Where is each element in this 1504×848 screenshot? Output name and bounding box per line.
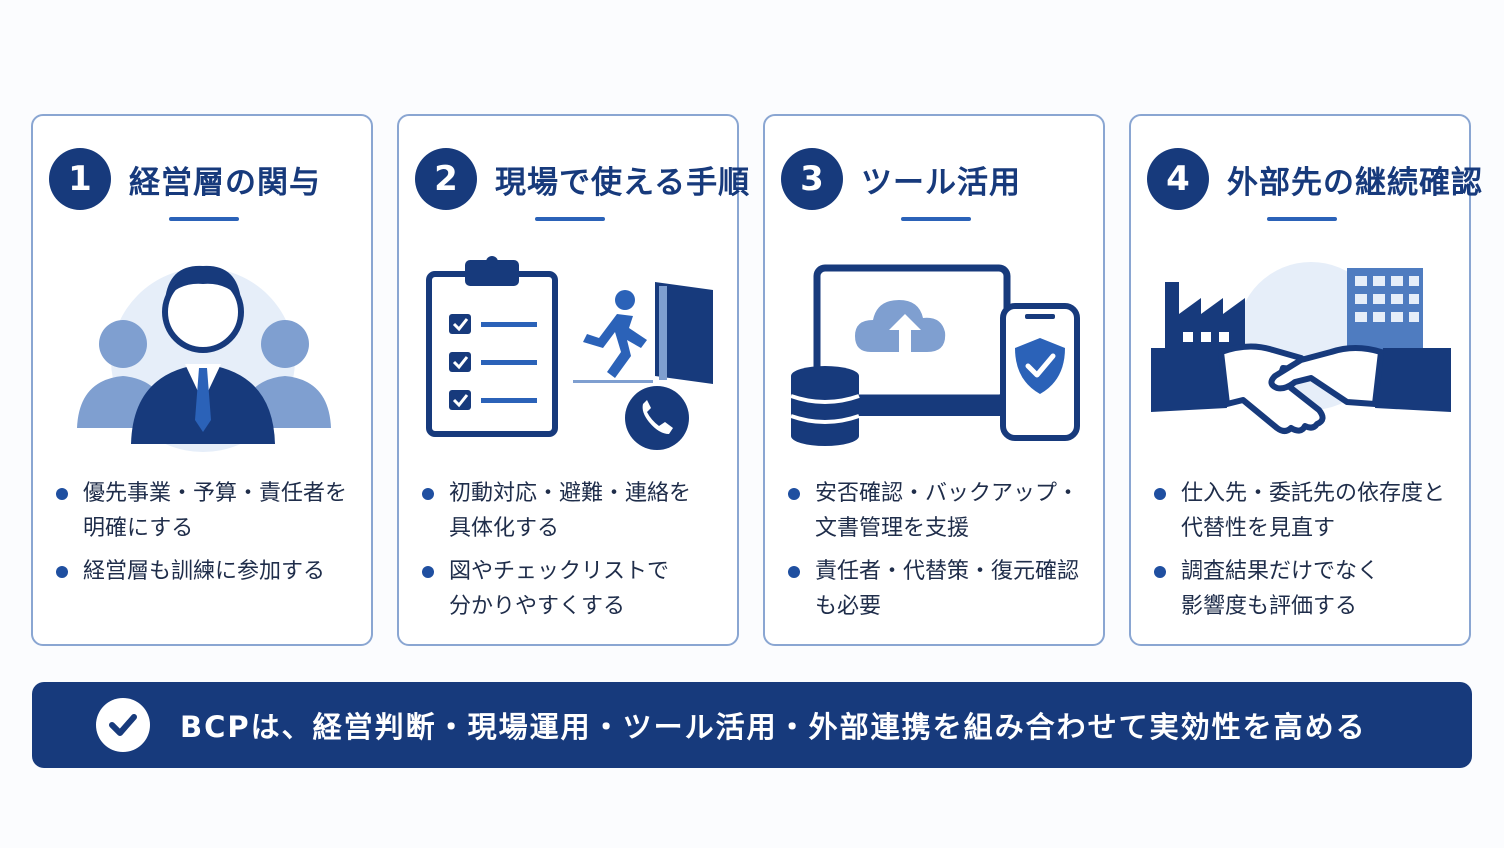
- summary-banner: BCPは、経営判断・現場運用・ツール活用・外部連携を組み合わせて実効性を高める: [32, 682, 1472, 768]
- bullet-list: 初動対応・避難・連絡を 具体化する 図やチェックリストで 分かりやすくする: [419, 476, 729, 632]
- executives-icon: [77, 265, 331, 452]
- card-title: 外部先の継続確認: [1227, 164, 1483, 201]
- bullet-list: 仕入先・委託先の依存度と 代替性を見直す 調査結果だけでなく 影響度も評価する: [1151, 476, 1461, 632]
- summary-text: BCPは、経営判断・現場運用・ツール活用・外部連携を組み合わせて実効性を高める: [180, 710, 1367, 744]
- card-suppliers: 4 外部先の継続確認: [1129, 114, 1482, 646]
- bullet-item: 安否確認・バックアップ・ 文書管理を支援: [785, 476, 1095, 546]
- check-icon: [96, 698, 150, 752]
- pillars: 1 経営層の関与 優先事業・予算・責任者を 明確にする 経営層も訓練に参加する: [31, 114, 1482, 646]
- step-number: 2: [415, 148, 477, 210]
- card-header: 3 ツール活用: [781, 148, 1021, 210]
- devices-cloud-icon: [790, 264, 1080, 446]
- bullet-item: 経営層も訓練に参加する: [53, 554, 363, 589]
- bullet-item: 調査結果だけでなく 影響度も評価する: [1151, 554, 1461, 624]
- card-header: 2 現場で使える手順: [415, 148, 750, 210]
- title-underline: [1267, 217, 1337, 221]
- card-title: 経営層の関与: [129, 164, 321, 201]
- step-number: 1: [49, 148, 111, 210]
- title-underline: [901, 217, 971, 221]
- card-tools: 3 ツール活用 安否確認・バックアップ・ 文書管理を支援 責任者・代替策・復: [763, 114, 1105, 646]
- card-header: 1 経営層の関与: [49, 148, 321, 210]
- title-underline: [169, 217, 239, 221]
- step-number: 3: [781, 148, 843, 210]
- step-number: 4: [1147, 148, 1209, 210]
- bullet-item: 仕入先・委託先の依存度と 代替性を見直す: [1151, 476, 1461, 546]
- card-management: 1 経営層の関与 優先事業・予算・責任者を 明確にする 経営層も訓練に参加する: [31, 114, 373, 646]
- bullet-list: 安否確認・バックアップ・ 文書管理を支援 責任者・代替策・復元確認 も必要: [785, 476, 1095, 632]
- card-title: ツール活用: [861, 164, 1021, 201]
- bullet-item: 責任者・代替策・復元確認 も必要: [785, 554, 1095, 624]
- bullet-list: 優先事業・予算・責任者を 明確にする 経営層も訓練に参加する: [53, 476, 363, 597]
- bullet-item: 優先事業・予算・責任者を 明確にする: [53, 476, 363, 546]
- card-header: 4 外部先の継続確認: [1147, 148, 1483, 210]
- card-procedures: 2 現場で使える手順: [397, 114, 749, 646]
- handshake-icon: [1151, 262, 1451, 434]
- bullet-item: 図やチェックリストで 分かりやすくする: [419, 554, 729, 624]
- card-title: 現場で使える手順: [495, 164, 751, 201]
- bullet-item: 初動対応・避難・連絡を 具体化する: [419, 476, 729, 546]
- title-underline: [535, 217, 605, 221]
- procedure-checklist-icon: [426, 256, 713, 450]
